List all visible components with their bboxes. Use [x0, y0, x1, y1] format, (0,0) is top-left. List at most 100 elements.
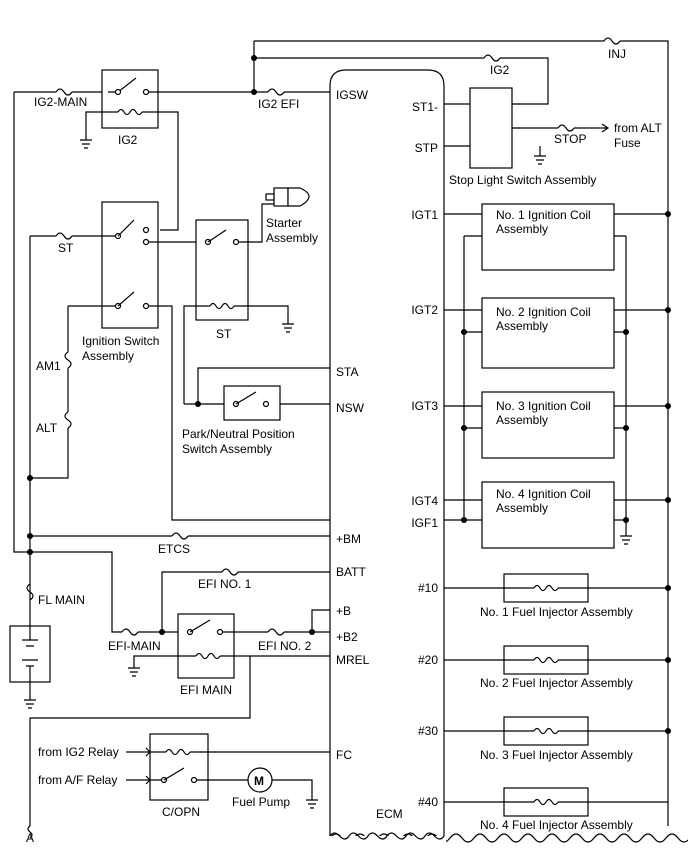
from-ig2-relay-label: from IG2 Relay [38, 745, 119, 759]
ecm-pin-batt: BATT [336, 565, 366, 579]
ignition-coil-1-box [481, 203, 615, 271]
starter-label-2: Assembly [266, 231, 318, 245]
stop-light-switch-box [469, 87, 513, 169]
bm-circuit: ETCS [27, 532, 330, 633]
ignition-coil-3-box [481, 391, 615, 459]
fuse-alt-symbol [64, 411, 72, 429]
c-opn-relay: from IG2 Relay from A/F Relay C/OPN M Fu… [38, 733, 330, 819]
from-alt-fuse-2: Fuse [614, 136, 641, 150]
batt-circuit: EFI NO. 1 [161, 568, 330, 632]
ecm-pin-igt2: IGT2 [411, 303, 438, 317]
relay-st-label: ST [216, 327, 232, 341]
relay-c-opn-box [149, 733, 209, 801]
from-af-relay-label: from A/F Relay [38, 773, 117, 787]
ecm-pin-sta: STA [336, 365, 358, 379]
park-neutral-switch: Park/Neutral Position Switch Assembly [182, 367, 330, 456]
ecm-left-pins: IGSW STA NSW +BM BATT +B +B2 MREL FC [336, 88, 370, 762]
top-wiring: INJ IG2 IG2-MAIN IG2 IG2 EFI [13, 37, 669, 826]
fuel-injectors: No. 1 Fuel Injector Assembly No. 2 Fuel … [444, 573, 671, 832]
ecm-pin-30: #30 [418, 724, 438, 738]
fuse-etcs-symbol [171, 532, 189, 540]
ignition-switch-label-1: Ignition Switch [82, 334, 159, 348]
relay-ig2-label: IG2 [118, 133, 138, 147]
ignition-coil-1-label-1: No. 1 Ignition Coil [496, 208, 591, 222]
ecm-pin-nsw: NSW [336, 401, 365, 415]
relay-ig2-coil [117, 108, 143, 116]
ecm-pin-plus-bm: +BM [336, 532, 361, 546]
relay-efi-main-box [177, 613, 235, 679]
ignition-switch-box [101, 201, 159, 329]
fuse-efi-main-symbol [121, 628, 139, 636]
ignition-coil-2-label-2: Assembly [496, 319, 548, 333]
fuse-etcs-label: ETCS [158, 542, 190, 556]
fuse-ig2-efi-symbol [267, 88, 285, 96]
fuse-efi-main-label: EFI-MAIN [108, 639, 161, 653]
ecm-pin-plus-b2: +B2 [336, 630, 358, 644]
fuel-injector-1-label: No. 1 Fuel Injector Assembly [480, 605, 633, 619]
ecm-pin-40: #40 [418, 795, 438, 809]
relay-c-opn-coil [165, 748, 191, 756]
park-neutral-label-1: Park/Neutral Position [182, 427, 295, 441]
ecm-pin-mrel: MREL [336, 653, 370, 667]
fuel-injector-2-label: No. 2 Fuel Injector Assembly [480, 676, 633, 690]
ignition-coil-2-box [481, 297, 615, 369]
fuse-ig2-label: IG2 [490, 63, 510, 77]
ground-symbol [80, 139, 92, 149]
fuse-fl-main-symbol [26, 583, 34, 601]
ecm-block: ECM [328, 69, 688, 852]
fuse-efi-no1-label: EFI NO. 1 [198, 577, 252, 591]
fuse-ig2-symbol [483, 54, 501, 62]
ignition-coils: No. 1 Ignition Coil Assembly No. 2 Ignit… [444, 203, 671, 549]
relay-st-box [195, 219, 249, 321]
ignition-coil-4-label-2: Assembly [496, 501, 548, 515]
fuse-stop-label: STOP [554, 132, 586, 146]
fuel-pump-symbol-m: M [254, 774, 264, 788]
fuse-st-label: ST [58, 241, 74, 255]
stop-light-switch: from ALT Fuse STOP Stop Light Switch Ass… [444, 87, 662, 187]
ecm-pin-20: #20 [418, 653, 438, 667]
ignition-coil-4-box [481, 481, 615, 549]
fuse-ig2-main-symbol [55, 88, 73, 96]
ignition-coil-2-label-1: No. 2 Ignition Coil [496, 305, 591, 319]
ecm-pin-igt4: IGT4 [411, 494, 438, 508]
ecm-pin-igf1: IGF1 [411, 516, 438, 530]
fuse-inj-label: INJ [608, 47, 626, 61]
park-neutral-box [223, 385, 281, 421]
fuse-efi-no2-label: EFI NO. 2 [258, 639, 312, 653]
fuse-efi-no2-symbol [267, 628, 285, 636]
fuse-am1-symbol [64, 351, 72, 369]
relay-st-coil [209, 302, 235, 310]
ignition-coil-1-label-2: Assembly [496, 222, 548, 236]
starter-symbol [287, 187, 310, 207]
stop-light-switch-label: Stop Light Switch Assembly [449, 173, 596, 187]
ecm-label: ECM [376, 807, 403, 821]
from-alt-fuse-1: from ALT [614, 121, 662, 135]
ignition-coil-3-label-1: No. 3 Ignition Coil [496, 399, 591, 413]
fuel-injector-4-label: No. 4 Fuel Injector Assembly [480, 818, 633, 832]
fuse-alt-label: ALT [36, 421, 58, 435]
ecm-pin-igsw: IGSW [336, 88, 369, 102]
starter-label-1: Starter [266, 216, 302, 230]
ecm-pin-igt3: IGT3 [411, 399, 438, 413]
ecm-right-pins: ST1- STP IGT1 IGT2 IGT3 IGT4 IGF1 #10 #2… [411, 100, 438, 809]
ecm-pin-st1: ST1- [412, 100, 438, 114]
fuse-fl-main-label: FL MAIN [38, 593, 85, 607]
battery-circuit: FL MAIN [9, 583, 85, 709]
relay-efi-main-label: EFI MAIN [180, 683, 232, 697]
relay-ig2-box [101, 69, 159, 129]
efi-main-relay: EFI-MAIN EFI MAIN EFI NO. 2 [29, 609, 330, 826]
ecm-pin-igt1: IGT1 [411, 208, 438, 222]
connector-a: A [26, 825, 34, 845]
park-neutral-label-2: Switch Assembly [182, 442, 272, 456]
st-relay: ST Starter Assembly [183, 187, 318, 404]
fuse-stop-symbol [557, 124, 575, 132]
ecm-pin-fc: FC [336, 748, 352, 762]
fuel-pump-label: Fuel Pump [232, 795, 290, 809]
relay-efi-main-coil [195, 652, 221, 660]
ecm-pin-stp: STP [415, 141, 438, 155]
ignition-switch: ST Ignition Switch Assembly AM1 ALT [27, 201, 330, 600]
fuse-am1-label: AM1 [36, 359, 61, 373]
connector-a-label: A [26, 831, 34, 845]
